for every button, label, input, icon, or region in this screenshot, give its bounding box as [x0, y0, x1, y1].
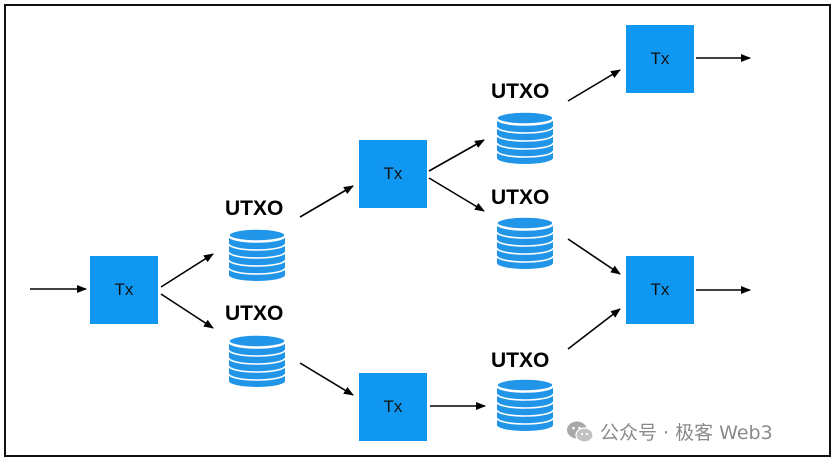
- database-stripe: [496, 118, 554, 126]
- tx-node: Tx: [359, 140, 427, 208]
- arrow-utxo5-tx5: [567, 308, 621, 350]
- arrow-tx2-utxo3: [428, 139, 485, 172]
- database-icon: [228, 334, 286, 387]
- database-stripe: [496, 385, 554, 393]
- arrow-tx2-utxo4: [428, 177, 485, 212]
- watermark: 公众号 · 极客 Web3: [566, 418, 773, 445]
- tx-node: Tx: [626, 256, 694, 324]
- database-stripe: [496, 150, 554, 158]
- database-stripe: [228, 235, 286, 243]
- utxo-label: UTXO: [491, 186, 550, 209]
- database-stripe: [496, 231, 554, 239]
- arrow-utxo1-tx2: [299, 185, 354, 218]
- database-stripe: [496, 401, 554, 409]
- tx-label: Tx: [383, 397, 403, 416]
- watermark-text: 公众号 · 极客 Web3: [600, 422, 773, 444]
- database-icon: [496, 216, 554, 269]
- utxo-label: UTXO: [225, 302, 284, 325]
- database-top: [228, 228, 286, 242]
- tx-label: Tx: [383, 164, 403, 183]
- utxo-label: UTXO: [225, 197, 284, 220]
- database-stripe: [496, 409, 554, 417]
- database-top: [496, 378, 554, 392]
- database-top: [496, 111, 554, 125]
- database-stripe: [228, 251, 286, 259]
- database-stripe: [496, 126, 554, 134]
- database-stripe: [496, 247, 554, 255]
- database-stripe: [228, 357, 286, 365]
- arrow-tx1-utxo1: [160, 253, 214, 288]
- database-stripe: [496, 223, 554, 231]
- tx-node: Tx: [626, 25, 694, 93]
- database-top: [496, 216, 554, 230]
- database-stripe: [496, 393, 554, 401]
- database-top: [228, 334, 286, 348]
- database-icon: [496, 111, 554, 164]
- wechat-icon: [567, 421, 594, 443]
- database-stripe: [228, 373, 286, 381]
- arrow-utxo4-tx5: [567, 238, 621, 275]
- tx-label: Tx: [650, 49, 670, 68]
- database-stripe: [496, 255, 554, 263]
- tx-label: Tx: [650, 280, 670, 299]
- database-stripe: [228, 349, 286, 357]
- database-stripe: [228, 341, 286, 349]
- arrow-tx1-utxo2: [160, 293, 214, 329]
- tx-node: Tx: [90, 256, 158, 324]
- diagram-edges: [30, 54, 751, 410]
- database-stripe: [228, 259, 286, 267]
- database-stripe: [496, 417, 554, 425]
- database-icon: [228, 228, 286, 281]
- database-stripe: [496, 142, 554, 150]
- database-stripe: [228, 243, 286, 251]
- tx-label: Tx: [114, 280, 134, 299]
- database-stripe: [228, 365, 286, 373]
- arrow-utxo3-tx3: [567, 69, 621, 102]
- utxo-label: UTXO: [491, 349, 550, 372]
- database-icon: [496, 378, 554, 431]
- tx-node: Tx: [359, 373, 427, 441]
- diagram-frame: Tx Tx Tx Tx Tx UTXO UTXO UTXO UTXO UTXO: [4, 4, 831, 457]
- arrow-utxo2-tx4: [299, 362, 354, 396]
- database-stripe: [496, 134, 554, 142]
- database-stripe: [496, 239, 554, 247]
- database-stripe: [228, 267, 286, 275]
- utxo-label: UTXO: [491, 80, 550, 103]
